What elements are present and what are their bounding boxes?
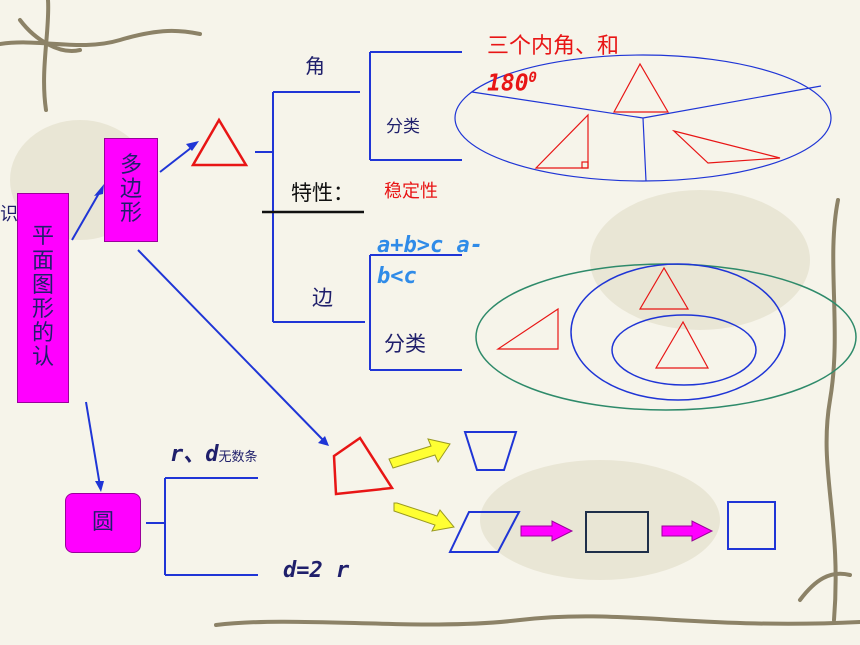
degree-mark: 0: [528, 70, 537, 86]
angle-branch: [369, 51, 462, 161]
circle-node-label: 圆: [91, 509, 114, 535]
rectangle-shape: [585, 511, 649, 553]
circle-node: 圆: [65, 493, 141, 553]
square-shape: [727, 501, 776, 550]
root-char-5: 的: [31, 321, 54, 347]
side-triangles: [496, 266, 710, 369]
polygon-char-1: 多: [119, 152, 142, 178]
arrowhead-triangle: [186, 141, 199, 151]
parallelogram-shape: [448, 511, 521, 553]
circle-radius-diameter: r、d无数条: [170, 444, 258, 466]
side-rule-line1: a+b>c a-: [377, 233, 483, 258]
root-char-6: 认: [31, 345, 54, 371]
angle-sum-fact-line2: 1800: [487, 71, 537, 96]
triangle-branch: [255, 91, 365, 323]
polygon-char-2: 边: [119, 176, 142, 202]
root-char-2: 面: [31, 248, 54, 274]
obtuse-triangle-icon: [671, 129, 781, 164]
quadrilateral-shape: [332, 436, 395, 496]
arrowhead-quad: [318, 436, 329, 446]
root-char-4: 形: [31, 297, 54, 322]
property-value: 稳定性: [384, 181, 438, 202]
polygon-to-quad-arrow: [137, 249, 326, 443]
yellow-arrow-up: [388, 438, 451, 469]
rd-text: r、d: [170, 442, 219, 467]
property-label: 特性：: [291, 181, 354, 205]
side-rule-line2: b<c: [377, 264, 417, 289]
tree-connectors: [71, 51, 462, 576]
side-branch: [369, 254, 462, 371]
arrowhead-circle: [95, 481, 104, 492]
angle-classify-label: 分类: [386, 117, 420, 137]
polygon-to-triangle-arrow: [159, 143, 197, 173]
magenta-arrow-2: [661, 520, 714, 542]
root-to-polygon-arrow: [71, 187, 103, 241]
root-char-3: 图: [31, 272, 54, 298]
angle-classification-ellipse: [454, 54, 832, 182]
isosceles-triangle-icon: [638, 266, 690, 310]
diameter-formula: d=2 r: [283, 558, 350, 583]
equilateral-triangle-icon: [654, 320, 710, 369]
side-classification-ellipses: [475, 263, 857, 411]
trapezoid-shape: [463, 431, 518, 471]
angle-triangles: [534, 62, 781, 169]
circle-branch: [146, 477, 258, 576]
root-side-label: 识: [0, 204, 18, 225]
acute-triangle-icon: [612, 62, 670, 113]
right-triangle-icon: [534, 113, 589, 169]
polygon-char-3: 形: [119, 201, 142, 227]
magenta-arrow-1: [520, 520, 574, 542]
angle-sum-value: 180: [487, 70, 529, 97]
arrowhead-polygon: [94, 184, 104, 196]
polygon-node: 多 边 形: [104, 138, 158, 242]
yellow-arrow-down: [393, 502, 455, 532]
side-classify-label: 分类: [384, 332, 426, 356]
root-to-circle-arrow: [85, 401, 101, 487]
rd-note: 无数条: [218, 450, 258, 465]
side-label: 边: [312, 286, 333, 310]
angle-sum-fact-line1: 三个内角、和: [487, 34, 620, 59]
root-node: 平 面 图 形 的 认: [17, 193, 69, 403]
right-angle-mark: [581, 161, 589, 169]
scalene-triangle-icon: [496, 307, 559, 350]
root-char-1: 平: [31, 224, 54, 250]
triangle-shape: [190, 117, 249, 167]
angle-label: 角: [305, 54, 325, 78]
vine-decoration: [0, 0, 860, 627]
